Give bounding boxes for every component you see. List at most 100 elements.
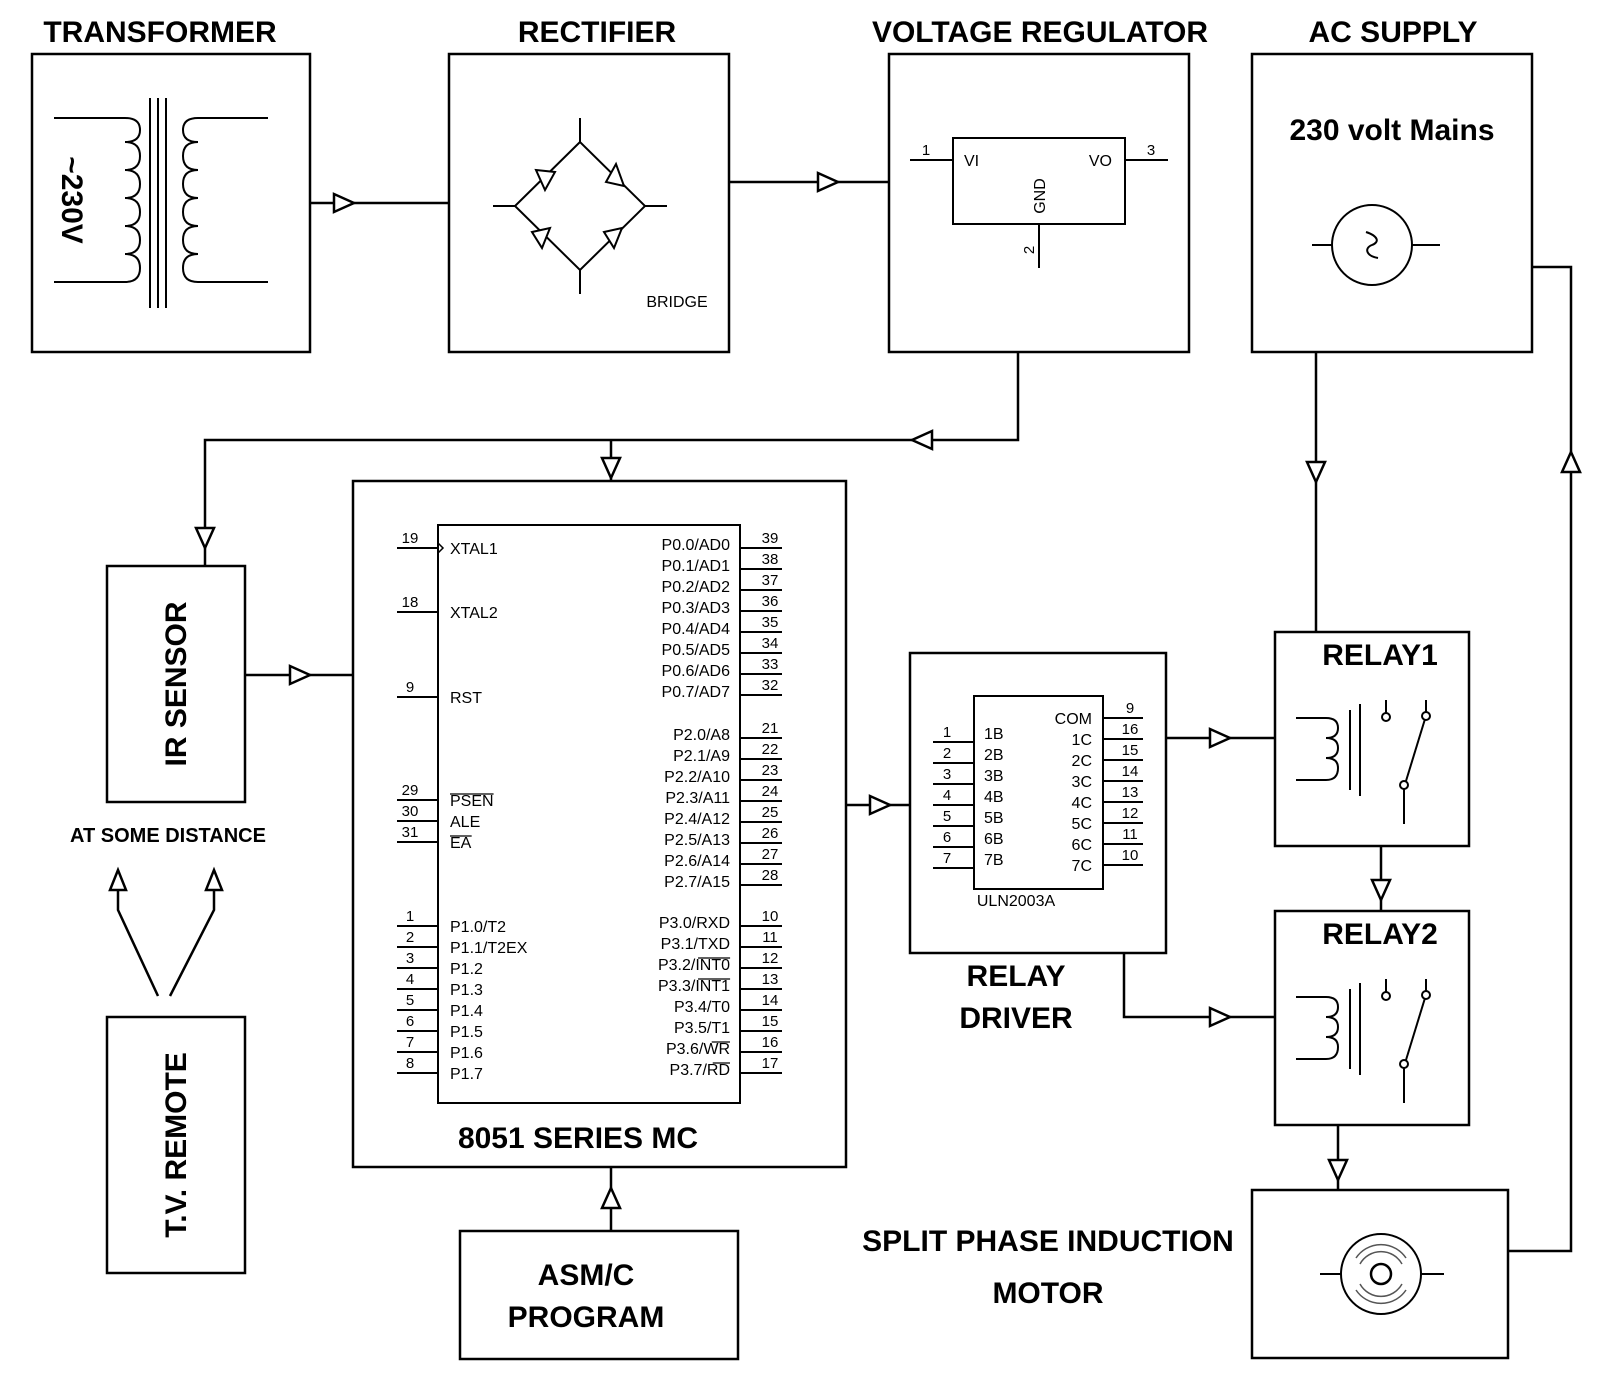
relay1-title: RELAY1 — [1322, 639, 1438, 672]
arrow-down-icon — [194, 526, 216, 552]
regulator-pin2-num: 2 — [1021, 246, 1038, 254]
pin-number: 12 — [1122, 805, 1139, 822]
pin-name: 5B — [984, 810, 1004, 827]
mcu-block: 19XTAL118XTAL29RST29PSEN30ALE31EA1P1.0/T… — [351, 479, 848, 1169]
pin-number: 23 — [762, 762, 779, 779]
arrow-right-icon — [1208, 1006, 1234, 1028]
pin-number: 10 — [1122, 847, 1139, 864]
pin-name: P3.5/T1 — [674, 1020, 730, 1037]
regulator-pin-gnd: GND — [1032, 178, 1049, 214]
pin-number: 9 — [406, 679, 414, 696]
remote-signal-line — [116, 888, 160, 997]
signal-arrow-icon — [204, 866, 224, 892]
arrow-up-icon — [1560, 448, 1582, 474]
pin-number: 34 — [762, 635, 779, 652]
wire-driver-relay2 — [1122, 953, 1275, 1019]
pin-number: 38 — [762, 551, 779, 568]
mcu-left-pins: 19XTAL118XTAL29RST29PSEN30ALE31EA1P1.0/T… — [397, 530, 528, 1083]
pin-number: 26 — [762, 825, 779, 842]
pin-name: ALE — [450, 814, 480, 831]
transformer-title: TRANSFORMER — [43, 16, 277, 49]
pin-name: P1.4 — [450, 1003, 483, 1020]
mcu-box — [351, 479, 848, 1169]
pin-name: P2.7/A15 — [664, 874, 730, 891]
pin-number: 32 — [762, 677, 779, 694]
pin-name: P0.0/AD0 — [662, 537, 731, 554]
ir-sensor-note: AT SOME DISTANCE — [70, 825, 266, 847]
ir-sensor-title: IR SENSOR — [160, 601, 193, 766]
regulator-pin-vi: VI — [964, 153, 979, 170]
pin-number: 2 — [943, 745, 951, 762]
pin-name: 3C — [1072, 774, 1092, 791]
signal-arrow-icon — [108, 866, 128, 892]
relay2-block: RELAY2 — [1273, 909, 1471, 1127]
pin-number: 11 — [1122, 826, 1138, 843]
arrow-down-icon — [1305, 460, 1327, 486]
pin-name: P2.5/A13 — [664, 832, 730, 849]
pin-number: 7 — [943, 850, 951, 867]
pin-name: 2C — [1072, 753, 1092, 770]
regulator-title: VOLTAGE REGULATOR — [872, 16, 1208, 49]
pin-name: P3.7/RD — [670, 1062, 730, 1079]
transformer-block: TRANSFORMER ~230V — [30, 16, 312, 354]
arrow-down-icon — [1370, 878, 1392, 904]
pin-number: 6 — [406, 1013, 414, 1030]
pin-name: 1C — [1072, 732, 1092, 749]
relay2-title: RELAY2 — [1322, 918, 1438, 951]
pin-number: 35 — [762, 614, 779, 631]
pin-number: 12 — [762, 950, 779, 967]
relay-driver-line2: DRIVER — [959, 1002, 1073, 1035]
relay-driver-box — [908, 651, 1168, 955]
regulator-pin-vo: VO — [1089, 153, 1112, 170]
pin-name: 5C — [1072, 816, 1092, 833]
arrow-down-icon — [600, 456, 622, 482]
pin-name: P1.2 — [450, 961, 483, 978]
pin-number: 8 — [406, 1055, 414, 1072]
pin-number: 33 — [762, 656, 779, 673]
pin-name: P1.1/T2EX — [450, 940, 528, 957]
ir-sensor-block: IR SENSOR AT SOME DISTANCE — [70, 564, 266, 847]
program-box — [458, 1229, 740, 1361]
pin-name: P1.5 — [450, 1024, 483, 1041]
pin-number: 31 — [402, 824, 419, 841]
ir-sensor-box — [105, 564, 247, 804]
relay-switch-icon — [1296, 700, 1431, 824]
pin-name: P0.6/AD6 — [662, 663, 731, 680]
ac-supply-title: AC SUPPLY — [1309, 16, 1478, 49]
pin-name: P0.3/AD3 — [662, 600, 731, 617]
connections — [194, 171, 1582, 1253]
pin-name: P2.3/A11 — [665, 790, 730, 807]
pin-name: EA — [450, 835, 472, 852]
pin-number: 1 — [406, 908, 414, 925]
pin-number: 4 — [943, 787, 951, 804]
arrow-right-icon — [868, 794, 894, 816]
pin-number: 29 — [402, 782, 419, 799]
pin-number: 39 — [762, 530, 779, 547]
mcu-right-pins: 39P0.0/AD038P0.1/AD137P0.2/AD236P0.3/AD3… — [658, 530, 782, 1079]
arrow-right-icon — [332, 192, 358, 214]
mcu-title: 8051 SERIES MC — [458, 1122, 698, 1155]
regulator-pin3-num: 3 — [1147, 142, 1155, 159]
pin-name: P0.5/AD5 — [662, 642, 731, 659]
transformer-voltage: ~230V — [55, 156, 88, 244]
bridge-rectifier-icon — [493, 118, 667, 294]
arrow-down-icon — [1327, 1158, 1349, 1184]
remote-signal-line — [168, 888, 216, 997]
pin-number: 13 — [762, 971, 779, 988]
mcu-chip — [437, 524, 741, 1104]
pin-number: 16 — [1122, 721, 1139, 738]
pin-name: P3.3/INT1 — [658, 978, 730, 995]
pin-name: XTAL1 — [450, 541, 498, 558]
pin-name: PSEN — [450, 793, 494, 810]
program-line1: ASM/C — [538, 1259, 635, 1292]
pin-number: 14 — [1122, 763, 1139, 780]
ac-supply-subtitle: 230 volt Mains — [1289, 114, 1494, 147]
pin-name: P0.2/AD2 — [662, 579, 731, 596]
uln2003a-chip — [973, 695, 1104, 890]
arrow-left-icon — [908, 429, 934, 451]
uln2003a-label: ULN2003A — [977, 893, 1056, 910]
pin-name: P2.0/A8 — [673, 727, 730, 744]
pin-number: 10 — [762, 908, 779, 925]
relay-switch-icon — [1296, 979, 1431, 1103]
